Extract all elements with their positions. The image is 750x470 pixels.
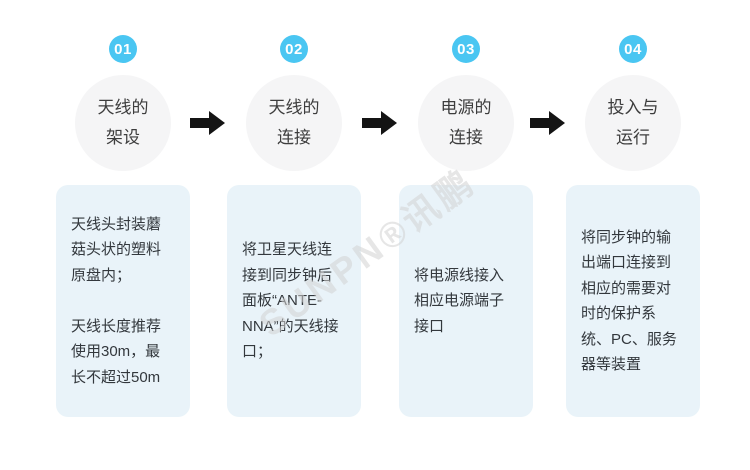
step-description-box-3: 将电源线接入相应电源端子接口 xyxy=(399,185,533,417)
step-title-line1: 投入与 xyxy=(607,98,659,118)
step-title-line1: 天线的 xyxy=(97,98,149,118)
step-number-badge-1: 01 xyxy=(109,35,137,63)
step-title-line2: 连接 xyxy=(277,128,311,147)
step-description-box-2: 将卫星天线连接到同步钟后面板“ANTE-NNA”的天线接口； xyxy=(227,185,361,417)
step-description-box-4: 将同步钟的输出端口连接到相应的需要对时的保护系统、PC、服务器等装置 xyxy=(566,185,700,417)
step-title-circle-1: 天线的 架设 xyxy=(75,75,171,171)
step-title-circle-3: 电源的 连接 xyxy=(418,75,514,171)
step-description-box-1: 天线头封装蘑菇头状的塑料原盘内； 天线长度推荐使用30m，最长不超过50m xyxy=(56,185,190,417)
arrow-right-icon xyxy=(530,110,566,136)
step-description-text: 天线头封装蘑菇头状的塑料原盘内； 天线长度推荐使用30m，最长不超过50m xyxy=(71,215,162,386)
step-column-4: 04 投入与 运行 将同步钟的输出端口连接到相应的需要对时的保护系统、PC、服务… xyxy=(566,0,700,470)
step-number-badge-3: 03 xyxy=(452,35,480,63)
step-description-text: 将电源线接入相应电源端子接口 xyxy=(414,266,505,335)
step-number-badge-4: 04 xyxy=(619,35,647,63)
step-title-line2: 连接 xyxy=(449,128,483,147)
step-column-2: 02 天线的 连接 将卫星天线连接到同步钟后面板“ANTE-NNA”的天线接口； xyxy=(227,0,361,470)
step-title-line1: 电源的 xyxy=(440,98,492,118)
step-number-badge-2: 02 xyxy=(280,35,308,63)
step-column-1: 01 天线的 架设 天线头封装蘑菇头状的塑料原盘内； 天线长度推荐使用30m，最… xyxy=(56,0,190,470)
step-title-circle-2: 天线的 连接 xyxy=(246,75,342,171)
step-title-circle-4: 投入与 运行 xyxy=(585,75,681,171)
step-description-text: 将同步钟的输出端口连接到相应的需要对时的保护系统、PC、服务器等装置 xyxy=(581,228,677,374)
arrow-right-icon xyxy=(362,110,398,136)
step-description-text: 将卫星天线连接到同步钟后面板“ANTE-NNA”的天线接口； xyxy=(242,241,339,361)
step-column-3: 03 电源的 连接 将电源线接入相应电源端子接口 xyxy=(399,0,533,470)
step-title-line2: 运行 xyxy=(616,128,650,147)
arrow-right-icon xyxy=(190,110,226,136)
step-title-line1: 天线的 xyxy=(268,98,320,118)
step-title-line2: 架设 xyxy=(106,128,140,147)
